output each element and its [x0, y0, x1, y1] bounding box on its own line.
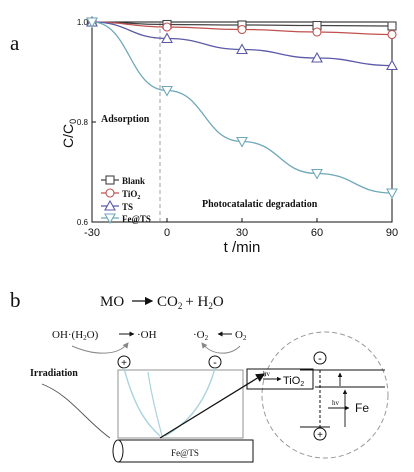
x-axis-label: t /min [224, 239, 261, 256]
annotation-adsorption: Adsorption [101, 114, 150, 125]
panel-b-label: b [10, 288, 21, 312]
x-tick-label: 30 [236, 227, 248, 239]
series-layer [86, 15, 398, 200]
particle-box [117, 369, 244, 439]
series-fets [86, 17, 398, 200]
panel-a-label: a [10, 31, 20, 55]
zoom-circle [261, 331, 389, 459]
data-point-tio2 [387, 29, 397, 40]
legend-label-fets: Fe@TS [122, 214, 151, 224]
series-ts [86, 15, 398, 71]
charge-path-left [123, 367, 161, 437]
zoom-arrow [159, 373, 266, 439]
hole-charge-sign: + [121, 358, 127, 369]
legend-marker-blank [105, 175, 115, 185]
data-point-fets [311, 168, 323, 180]
oh-radical-label: ·OH [137, 329, 157, 341]
x-tick-label: -30 [84, 227, 100, 239]
tio2-band-box [246, 368, 314, 390]
y-tick-label: 0.6 [77, 218, 89, 227]
irradiation-ray-icon [41, 383, 111, 439]
data-point-tio2 [162, 22, 172, 32]
band-hole-circle [313, 427, 327, 441]
data-point-fets [236, 136, 248, 148]
legend-label-tio2: TiO2 [122, 189, 140, 201]
hv-label-fe: hv [332, 399, 340, 407]
fe-label: Fe [355, 401, 369, 415]
data-point-fets [86, 17, 98, 29]
superoxide-label: ·O2 [193, 329, 209, 342]
data-point-tio2 [312, 27, 322, 37]
data-point-ts [236, 43, 248, 55]
data-point-fets [161, 85, 173, 97]
x-tick-label: 0 [164, 227, 170, 239]
charge-path-right [164, 367, 216, 437]
electron-reduction-arrow [201, 342, 241, 354]
y-axis-label: C/C0 [60, 119, 78, 148]
band-hole-sign: + [317, 430, 323, 441]
degradation-equation-left: MO [100, 294, 124, 310]
oxygen-label: O2 [235, 329, 247, 342]
data-point-ts [386, 59, 398, 71]
band-electron-circle [313, 351, 327, 365]
annotation-photocatalytic: Photocatalatic degradation [202, 199, 318, 210]
legend-label-blank: Blank [122, 176, 145, 186]
axis-ticks: -30 0 30 60 90 0.6 0.8 1.0 [77, 18, 398, 239]
oh-water-label: OH·(H2O) [52, 329, 99, 342]
data-point-tio2 [237, 24, 247, 35]
irradiation-label: Irradiation [30, 368, 78, 379]
degradation-equation-right: CO2+ H2O [157, 294, 224, 311]
fets-rod-end [112, 439, 124, 463]
rod-label: Fe@TS [171, 448, 199, 458]
hole-oxidation-arrow [71, 342, 129, 354]
legend-label-ts: TS [122, 202, 133, 212]
band-electron-sign: - [318, 353, 322, 365]
hv-label-tio2: hv [263, 370, 271, 378]
data-point-blank [387, 21, 397, 31]
x-tick-label: 90 [386, 227, 398, 239]
charge-path-mid [147, 371, 163, 437]
y-tick-label: 0.8 [77, 118, 89, 127]
chart-area: -30 0 30 60 90 0.6 0.8 1.0 Adsorption Photocata… [60, 15, 398, 256]
legend: Blank TiO2 TS Fe@TS [101, 175, 151, 225]
tio2-label: TiO2 [283, 375, 304, 388]
legend-marker-ts [104, 199, 116, 211]
electron-charge-sign: - [213, 357, 217, 369]
data-point-fets [386, 188, 398, 200]
y-tick-label: 1.0 [77, 18, 89, 27]
series-line-fets [91, 21, 393, 194]
mechanism-scheme: b MO CO2+ H2O OH·(H2O) ·OH ·O2 O2 + - Ir… [10, 288, 389, 463]
legend-marker-tio2 [105, 188, 115, 198]
data-point-ts [161, 32, 173, 44]
data-point-ts [311, 51, 323, 63]
legend-marker-fets [104, 213, 116, 225]
x-tick-label: 60 [311, 227, 323, 239]
